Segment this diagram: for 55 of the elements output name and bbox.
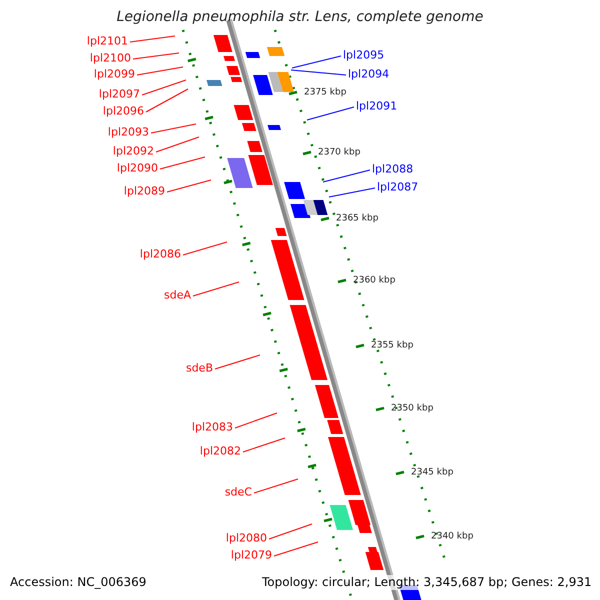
leader-line [192, 282, 240, 296]
leader-line [150, 124, 196, 134]
gene-label: lpl2088 [372, 162, 414, 176]
gene-label: lpl2099 [94, 68, 135, 80]
footer-text: Accession: NC_006369 [10, 575, 146, 590]
leader-line [214, 354, 260, 370]
gene-label: lpl2092 [112, 144, 154, 158]
scale-label: 2370 kbp [318, 148, 360, 158]
leader-line [274, 542, 318, 556]
gene-label: sdeB [186, 362, 213, 374]
leader-line [156, 136, 200, 152]
leader-line [290, 70, 346, 76]
gene-label: lpl2083 [192, 420, 233, 434]
leader-line [136, 66, 184, 76]
leader-line [254, 478, 298, 494]
leader-line [234, 412, 278, 428]
leader-line [160, 156, 206, 170]
scale-label: 2355 kbp [371, 340, 414, 352]
gene-label: lpl2097 [98, 88, 140, 100]
leader-line [306, 106, 354, 120]
gene-label: lpl2096 [102, 104, 144, 118]
gene-label: sdeA [164, 288, 191, 302]
leader-line [268, 524, 312, 540]
footer-text: Topology: circular; Length: 3,345,687 bp; Genes: 2,931 [262, 575, 592, 590]
gene-label: lpl2080 [226, 532, 267, 544]
gene-label: lpl2089 [124, 184, 165, 198]
scale-label: 2350 kbp [391, 404, 434, 414]
gene-label: lpl2094 [348, 68, 390, 80]
scale-label: 2375 kbp [304, 88, 346, 98]
gene-label: lpl2082 [200, 444, 241, 458]
gene-label: sdeC [224, 486, 252, 498]
gene-label: lpl2090 [116, 162, 158, 174]
gene-label: lpl2093 [108, 126, 149, 138]
scale-label: 2360 kbp [353, 276, 396, 286]
leader-line [242, 438, 286, 452]
leader-line [146, 88, 188, 112]
leader-line [292, 56, 342, 68]
gene-label: lpl2086 [140, 248, 181, 260]
gene-label: lpl2101 [86, 34, 128, 48]
gene-label: lpl2100 [90, 52, 131, 64]
leader-line [132, 52, 180, 60]
scale-label: 2345 kbp [411, 468, 454, 478]
leader-line [142, 80, 186, 96]
diagram-title: Legionella pneumophila str. Lens, complete genome [116, 9, 484, 25]
leader-line [166, 180, 212, 192]
gene-label: lpl2091 [356, 100, 398, 112]
scale-label: 2340 kbp [431, 532, 474, 542]
scale-label: 2365 kbp [336, 214, 378, 224]
leader-line [322, 170, 370, 182]
leader-line [328, 188, 376, 198]
gene-label: lpl2095 [343, 48, 384, 62]
gene-label: lpl2087 [377, 180, 418, 194]
leader-line [130, 36, 176, 42]
gene-label: lpl2079 [230, 548, 272, 562]
leader-line [182, 242, 228, 256]
